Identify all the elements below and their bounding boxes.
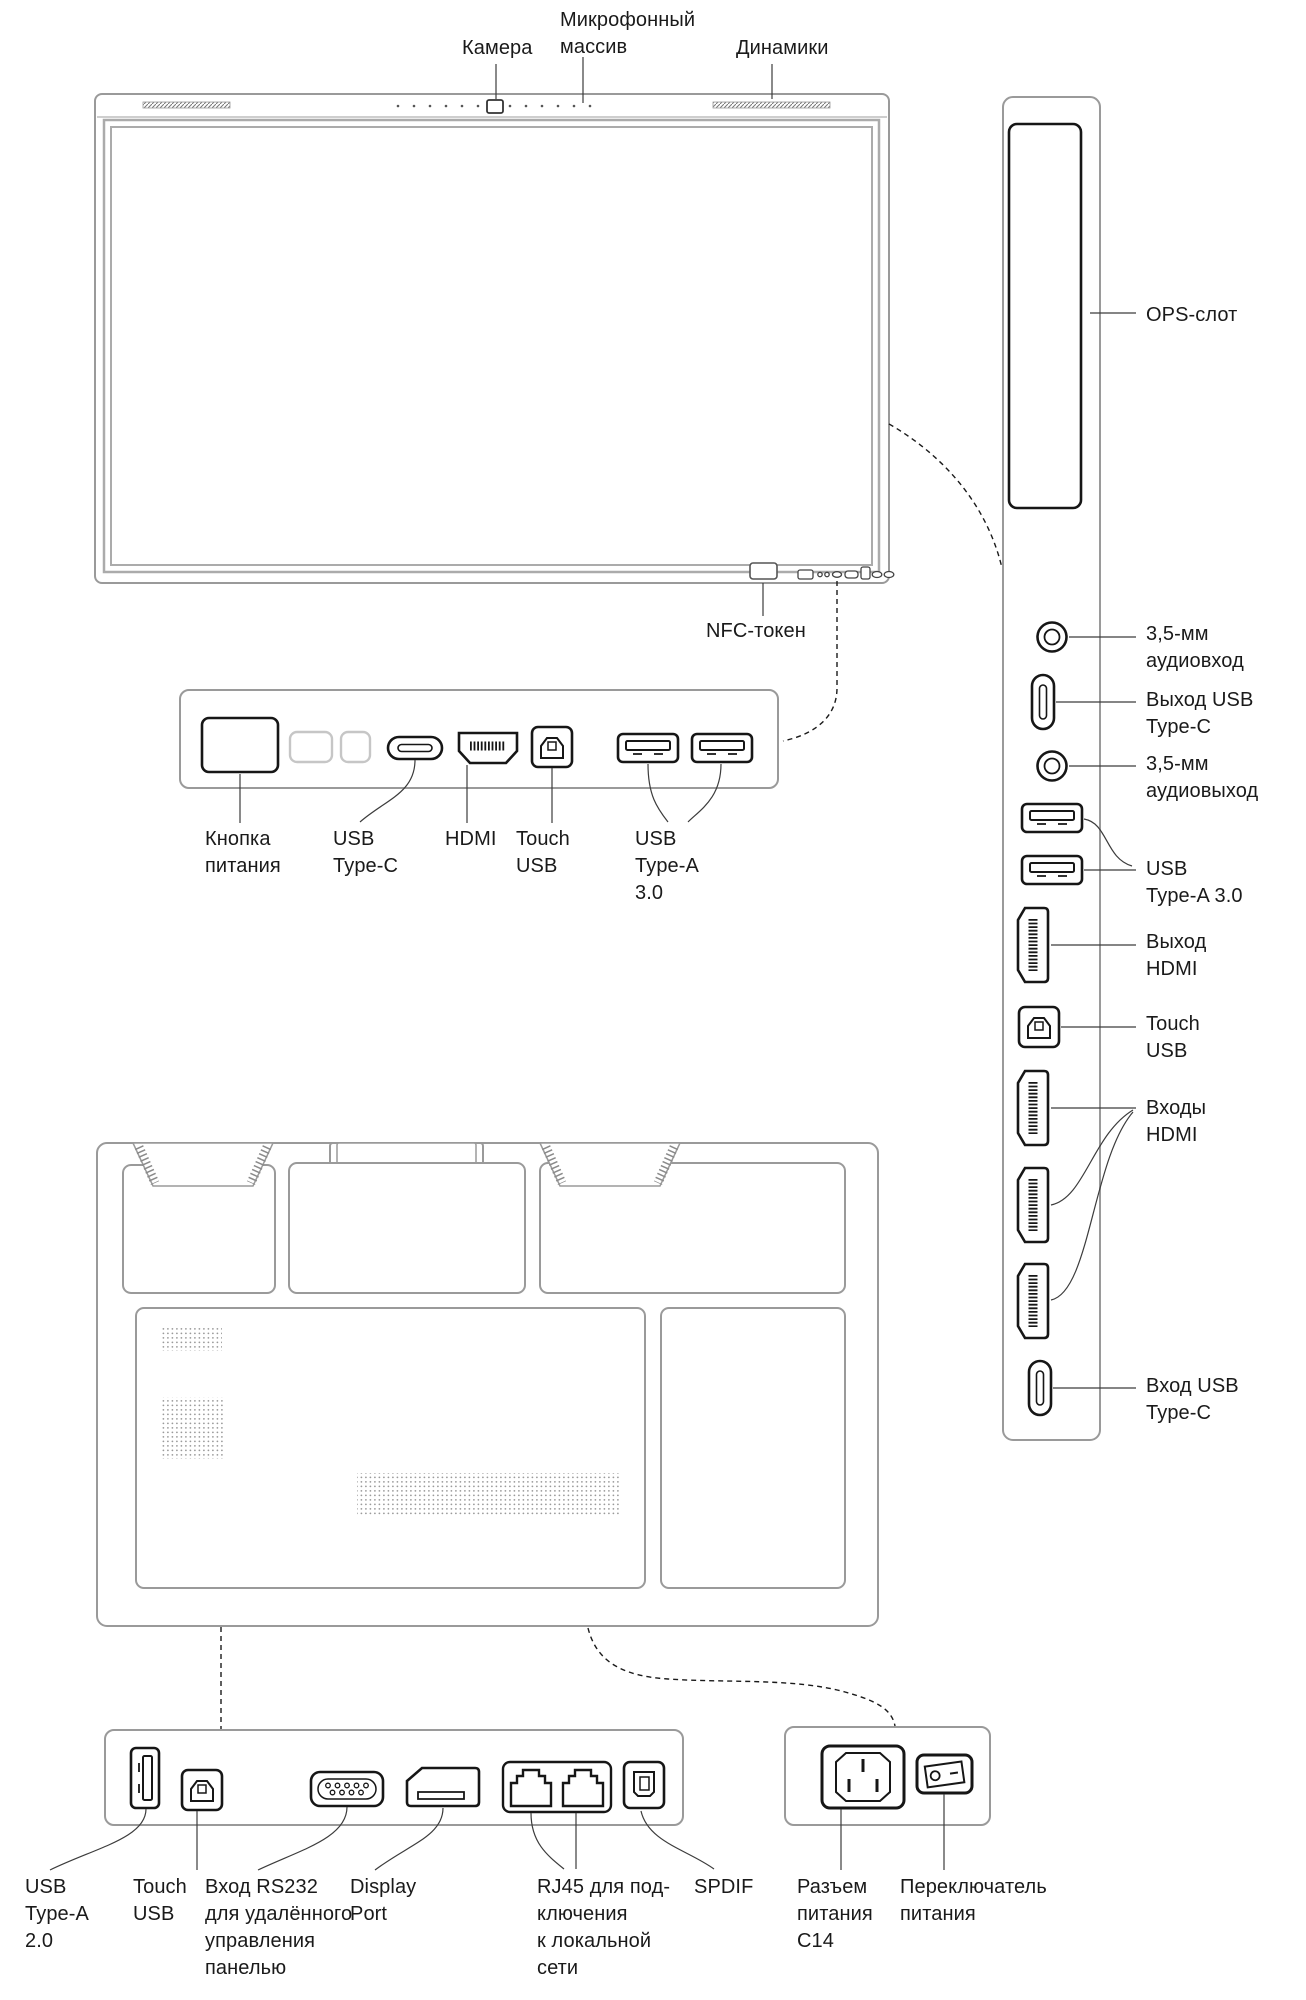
- ops-slot-icon: [1007, 122, 1083, 510]
- usb-c-out-port-icon: [1030, 673, 1056, 731]
- touch-usb-label: Touch USB: [516, 828, 570, 877]
- mic-array-icon: [396, 104, 592, 108]
- hdmi-in-label: Входы HDMI: [1146, 1097, 1207, 1146]
- usb-a-port-icon: [616, 732, 680, 764]
- rs232-port-icon: [309, 1770, 385, 1808]
- back-view: [96, 1142, 879, 1627]
- usb-a-port-icon: [1020, 854, 1084, 886]
- side-touch-usb-label: Touch USB: [1146, 1013, 1200, 1062]
- vent-icon: [357, 1473, 621, 1517]
- mic-array-label: Микрофонный массив: [560, 9, 696, 58]
- power-switch-label: Переключатель питания: [900, 1876, 1047, 1925]
- hdmi-in-port-icon: [1018, 1264, 1048, 1338]
- power-button-icon: [200, 716, 280, 774]
- nfc-token-icon: [749, 562, 778, 580]
- power-panel: [784, 1726, 991, 1826]
- rj45-ports-icon: [501, 1760, 613, 1814]
- spdif-port-icon: [622, 1760, 666, 1810]
- side-panel: [1002, 96, 1101, 1441]
- hdmi-in-port-icon: [1018, 1071, 1048, 1145]
- usb-a-30-label: USB Type-A 3.0: [635, 828, 699, 904]
- hdmi-out-port-icon: [1018, 908, 1048, 982]
- usb-c-port-icon: [386, 735, 444, 761]
- usb-c-out-label: Выход USB Type-C: [1146, 689, 1254, 738]
- usb-a-20-label: USB Type-A 2.0: [25, 1876, 89, 1952]
- bottom-ports-panel: [104, 1729, 684, 1826]
- camera-label: Камера: [462, 37, 533, 59]
- back-speaker-pocket-icon: [538, 1142, 682, 1187]
- side-usb-a-30-label: USB Type-A 3.0: [1146, 858, 1243, 907]
- power-switch-icon: [915, 1753, 974, 1795]
- back-speaker-pocket-icon: [131, 1142, 275, 1187]
- touch-usb-port-icon: [530, 725, 574, 769]
- hdmi-label: HDMI: [445, 828, 497, 850]
- spdif-label: SPDIF: [694, 1876, 754, 1898]
- front-ports-panel: [179, 689, 779, 789]
- screen: [110, 126, 873, 566]
- usb-a-port-icon: [1020, 802, 1084, 834]
- rs232-label: Вход RS232 для удалённого управления пан…: [205, 1876, 353, 1979]
- control-buttons-icon: [797, 566, 895, 580]
- usb-a-port-icon: [690, 732, 754, 764]
- audio-in-label: 3,5-мм аудиовход: [1146, 623, 1244, 672]
- displayport-icon: [405, 1766, 481, 1808]
- hdmi-port-icon: [459, 733, 517, 763]
- hdmi-out-label: Выход HDMI: [1146, 931, 1207, 980]
- sensor-slot-icon: [339, 730, 372, 764]
- bottom-touch-usb-label: Touch USB: [133, 1876, 187, 1925]
- audio-in-jack-icon: [1036, 621, 1068, 653]
- vent-icon: [162, 1397, 224, 1459]
- usb-a-20-port-icon: [129, 1746, 161, 1810]
- hdmi-in-port-icon: [1018, 1168, 1048, 1242]
- power-button-label: Кнопка питания: [205, 828, 281, 877]
- label-lines: [49, 57, 1136, 1871]
- ops-slot-label: OPS-слот: [1146, 304, 1238, 326]
- dashed-reference-lines: [220, 423, 1003, 1729]
- audio-out-jack-icon: [1036, 750, 1068, 782]
- c14-inlet-icon: [820, 1744, 906, 1810]
- usb-c-in-port-icon: [1027, 1359, 1053, 1417]
- nfc-token-label: NFC-токен: [706, 620, 806, 642]
- speaker-grille-right-icon: [712, 101, 831, 109]
- sensor-slot-icon: [288, 730, 334, 764]
- rj45-label: RJ45 для под- ключения к локальной сети: [537, 1876, 671, 1979]
- usb-c-in-label: Вход USB Type-C: [1146, 1375, 1239, 1424]
- touch-usb-port-icon: [1017, 1005, 1061, 1049]
- speakers-label: Динамики: [736, 37, 829, 59]
- touch-usb-port-icon: [180, 1768, 224, 1812]
- c14-label: Разъем питания C14: [797, 1876, 873, 1952]
- front-view: [94, 93, 895, 584]
- speaker-grille-left-icon: [142, 101, 231, 109]
- usb-c-label: USB Type-C: [333, 828, 399, 877]
- vent-icon: [162, 1327, 222, 1351]
- camera-icon: [486, 99, 504, 114]
- audio-out-label: 3,5-мм аудиовыход: [1146, 753, 1259, 802]
- display-port-label: Display Port: [350, 1876, 417, 1925]
